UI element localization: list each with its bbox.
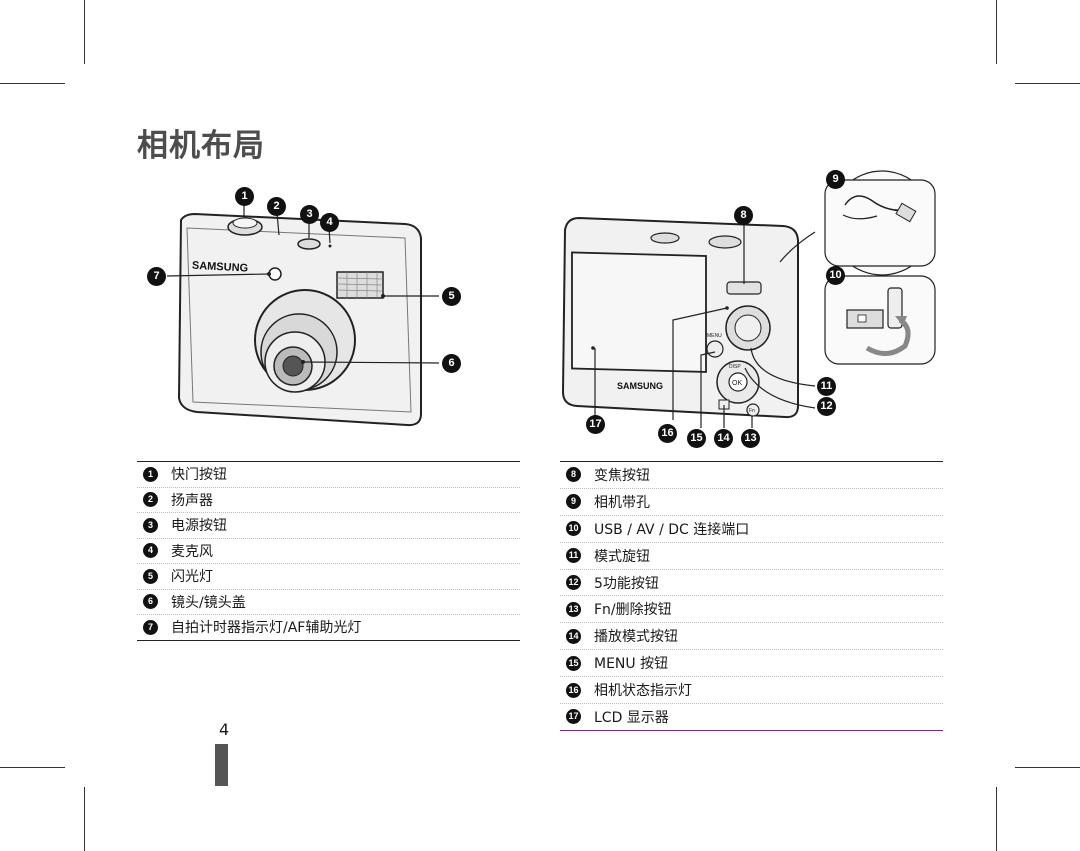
legend-number: 7 [143,619,158,635]
callout-11: 11 [817,377,836,396]
legend-row: 10 USB / AV / DC 连接端口 [560,516,943,543]
legend-label: 电源按钮 [171,518,227,535]
legend-label: 相机状态指示灯 [594,683,692,700]
back-brand-logo: SAMSUNG [617,381,663,391]
callout-14: 14 [714,429,733,448]
legend-label: 快门按钮 [171,467,227,484]
legend-number: 17 [566,709,581,725]
front-brand-logo: SAMSUNG [192,260,249,275]
legend-label: 自拍计时器指示灯/AF辅助光灯 [171,620,362,637]
legend-number: 4 [143,543,158,559]
legend-label: 相机带孔 [594,494,650,511]
legend-label: 播放模式按钮 [594,629,678,646]
legend-number: 15 [566,655,581,671]
legend-label: USB / AV / DC 连接端口 [594,521,750,538]
legend-row: 13 Fn/删除按钮 [560,596,943,624]
legend-number: 14 [566,628,581,644]
legend-row: 3 电源按钮 [137,513,520,539]
page-title: 相机布局 [137,128,265,164]
legend-label: 扬声器 [171,492,213,509]
legend-number: 5 [143,568,158,584]
legend-label: 5功能按钮 [594,575,659,592]
callout-3: 3 [300,205,319,224]
crop-mark [84,787,85,851]
page-number: 4 [219,720,230,739]
callout-2: 2 [267,197,286,216]
legend-number: 2 [143,492,158,508]
callout-17: 17 [586,415,605,434]
crop-mark [1015,83,1080,84]
callout-15: 15 [687,429,706,448]
crop-mark [1015,767,1080,768]
ok-label: OK [732,380,742,387]
callout-8: 8 [734,206,753,225]
crop-mark [996,787,997,851]
legend-row: 4 麦克风 [137,539,520,564]
crop-mark [84,0,85,64]
callout-9: 9 [826,170,845,189]
legend-number: 1 [143,466,158,482]
callout-13: 13 [741,429,760,448]
legend-front: 1 快门按钮 2 扬声器 3 电源按钮 4 麦克风 5 闪光灯 6 镜头/镜头盖 7 自拍计时… [137,461,520,641]
legend-row: 15 MENU 按钮 [560,650,943,678]
callout-12: 12 [817,397,836,416]
legend-label: Fn/删除按钮 [594,602,672,619]
legend-label: 变焦按钮 [594,467,650,484]
fn-label: Fn [749,408,755,414]
page-marker-bar [215,744,228,786]
legend-row: 17 LCD 显示器 [560,704,943,730]
legend-label: LCD 显示器 [594,709,669,726]
legend-label: 镜头/镜头盖 [171,594,246,611]
camera-back-illustration: SAMSUNG MENU OK DISP Fn [561,170,936,428]
callout-16: 16 [658,424,677,443]
callout-10: 10 [826,266,845,285]
legend-label: 模式旋钮 [594,548,650,565]
legend-number: 12 [566,575,581,590]
crop-mark [996,0,997,64]
legend-row: 1 快门按钮 [137,462,520,488]
legend-row: 6 镜头/镜头盖 [137,590,520,615]
legend-row: 14 播放模式按钮 [560,623,943,651]
legend-number: 6 [143,594,158,610]
legend-row: 16 相机状态指示灯 [560,677,943,705]
legend-number: 9 [566,494,581,510]
legend-label: 闪光灯 [171,569,213,586]
legend-row: 2 扬声器 [137,488,520,513]
legend-row: 5 闪光灯 [137,564,520,590]
legend-number: 8 [566,467,581,483]
legend-row: 7 自拍计时器指示灯/AF辅助光灯 [137,615,520,640]
callout-6: 6 [442,354,461,373]
callout-5: 5 [442,287,461,306]
crop-mark [0,767,65,768]
callout-4: 4 [320,213,339,232]
legend-number: 13 [566,601,581,617]
legend-label: 麦克风 [171,543,213,560]
legend-row: 9 相机带孔 [560,489,943,516]
callout-7: 7 [147,267,166,286]
legend-label: MENU 按钮 [594,656,669,673]
camera-front-illustration: SAMSUNG [166,203,440,427]
legend-number: 11 [566,548,581,564]
legend-row: 11 模式旋钮 [560,543,943,570]
legend-number: 3 [143,517,158,533]
legend-number: 16 [566,682,581,698]
legend-number: 10 [566,521,581,537]
disp-label: DISP [729,364,741,370]
callout-1: 1 [235,187,254,206]
crop-mark [0,83,65,84]
legend-row: 12 5功能按钮 [560,570,943,597]
legend-row: 8 变焦按钮 [560,462,943,489]
menu-label: MENU [707,333,722,339]
